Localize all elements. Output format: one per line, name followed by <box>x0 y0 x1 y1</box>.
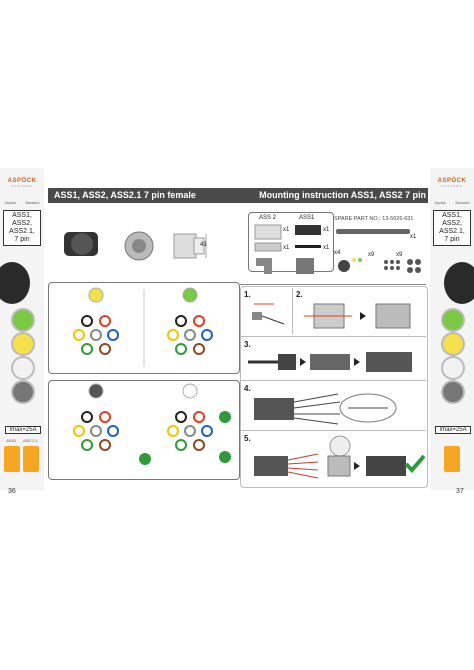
logo-text: ASPÖCK <box>437 178 467 184</box>
brand-labels: Aspöck Standard <box>0 201 44 205</box>
imax-label: Imax=25A <box>5 426 41 434</box>
model-line: ASS1, <box>12 212 32 219</box>
step-number: 4. <box>244 384 251 393</box>
model-line: 7 pin <box>444 236 460 243</box>
step-number: 2. <box>296 290 303 299</box>
ass-labels: ASS1 ASS 2.1 <box>3 438 41 443</box>
wiring-diagram <box>73 287 213 367</box>
parts-illustration <box>254 224 321 252</box>
quantity-label: x1 <box>410 234 417 240</box>
divider <box>240 284 426 285</box>
left-sidebar: ASPÖCK SYSTEMS Aspöck Standard ASS1, ASS… <box>0 168 44 490</box>
spare-part-number: SPARE PART NO.: 13-5626-631 <box>334 216 414 222</box>
step-number: 1. <box>244 290 251 299</box>
led-green-icon <box>441 308 465 332</box>
led-grey-icon <box>11 380 35 404</box>
product-photos <box>64 231 207 261</box>
wiring-diagram-panel-top <box>48 282 240 374</box>
connector-image <box>444 262 474 304</box>
step-number: 3. <box>244 340 251 349</box>
led-white-icon <box>11 356 35 380</box>
step-1-2-illustration <box>252 303 411 329</box>
dimension-label: 41 <box>200 242 207 248</box>
led-white-icon <box>441 356 465 380</box>
step-5-illustration <box>254 435 406 479</box>
divider <box>240 430 426 431</box>
left-header: ASS1, ASS2, ASS2.1 7 pin female <box>48 188 242 203</box>
certification-icon <box>4 446 20 472</box>
right-header: Mounting instruction ASS1, ASS2 7 pin fe… <box>238 188 428 215</box>
quantity-label: x1 <box>283 227 290 233</box>
brand-label: Standard <box>25 201 40 205</box>
connector-image <box>0 262 30 304</box>
brand-labels: Aspöck Standard <box>430 201 474 205</box>
step-3-illustration <box>248 352 412 372</box>
ass2-label: ASS 2 <box>259 215 277 221</box>
quantity-label: x4 <box>334 250 341 256</box>
model-line: ASS2, <box>12 220 32 227</box>
quantity-label: x9 <box>368 252 375 258</box>
cable-tie-illustration <box>336 229 410 234</box>
step-number: 5. <box>244 434 251 443</box>
divider <box>292 288 293 334</box>
model-line: ASS2.1, <box>439 228 465 235</box>
right-sidebar: ASPÖCK SYSTEMS Aspöck Standard ASS1, ASS… <box>430 168 474 490</box>
page-spread: ASPÖCK SYSTEMS Aspöck Standard ASS1, ASS… <box>0 168 474 495</box>
model-line: ASS1, <box>442 212 462 219</box>
divider <box>240 336 426 337</box>
quantity-label: x9 <box>396 252 403 258</box>
ass1-label: ASS1 <box>299 215 315 221</box>
certification-icon <box>23 446 39 472</box>
page-number-right: 37 <box>456 488 464 495</box>
logo-sub: SYSTEMS <box>441 184 463 188</box>
model-line: 7 pin <box>14 236 30 243</box>
parts-row-illustration <box>256 258 421 274</box>
certification-icon <box>444 446 460 472</box>
step-4-illustration <box>254 393 397 425</box>
led-green-icon <box>11 308 35 332</box>
checkmark-icon <box>404 454 426 473</box>
quantity-label: x1 <box>323 227 330 233</box>
logo-sub: SYSTEMS <box>11 184 33 188</box>
divider <box>240 380 426 381</box>
aspoeck-logo: ASPÖCK SYSTEMS <box>430 178 474 188</box>
ass-label: ASS1 <box>6 438 17 443</box>
quantity-label: x1 <box>283 245 290 251</box>
wiring-diagram <box>73 383 231 465</box>
model-line: ASS2, <box>442 220 462 227</box>
model-box: ASS1, ASS2, ASS2.1, 7 pin <box>433 210 471 246</box>
brand-label: Aspöck <box>4 201 17 205</box>
aspoeck-logo: ASPÖCK SYSTEMS <box>0 178 44 188</box>
imax-label: Imax=25A <box>435 426 471 434</box>
brand-label: Aspöck <box>434 201 447 205</box>
led-grey-icon <box>441 380 465 404</box>
logo-text: ASPÖCK <box>7 178 37 184</box>
page-number-left: 36 <box>8 488 16 495</box>
model-line: ASS2.1, <box>9 228 35 235</box>
led-yellow-icon <box>441 332 465 356</box>
model-box: ASS1, ASS2, ASS2.1, 7 pin <box>3 210 41 246</box>
ass-label: ASS 2.1 <box>23 438 38 443</box>
led-yellow-icon <box>11 332 35 356</box>
quantity-label: x1 <box>323 245 330 251</box>
wiring-diagram-panel-bottom <box>48 380 240 480</box>
brand-label: Standard <box>455 201 470 205</box>
